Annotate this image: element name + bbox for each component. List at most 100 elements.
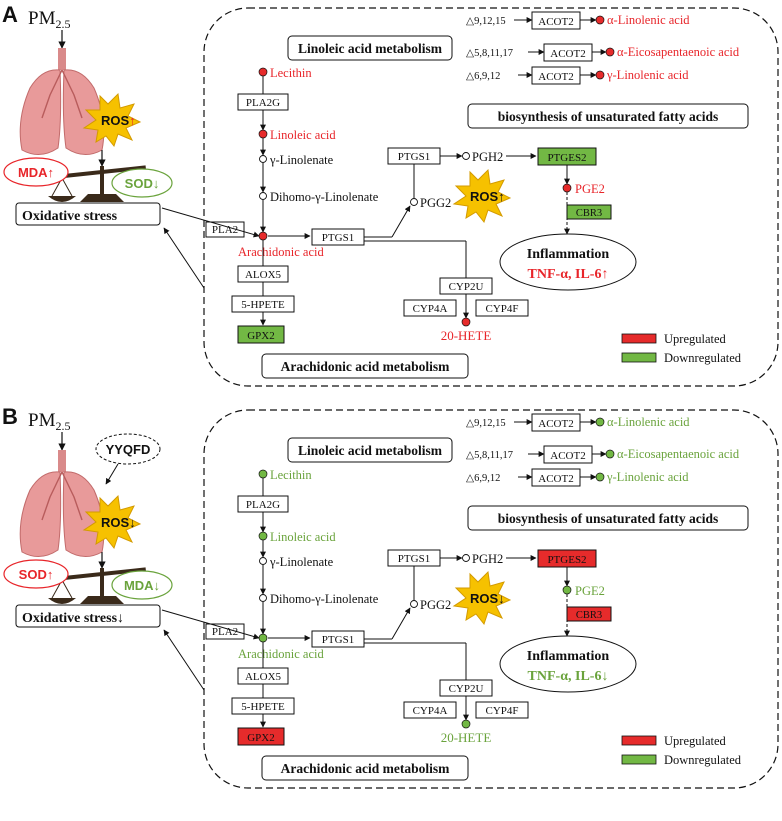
svg-text:20-HETE: 20-HETE (441, 730, 492, 745)
svg-text:5-HPETE: 5-HPETE (241, 701, 285, 713)
ros-label: ROS↓ (101, 515, 136, 530)
svg-text:CYP2U: CYP2U (449, 683, 484, 695)
svg-text:5-HPETE: 5-HPETE (241, 299, 285, 311)
svg-text:α-Eicosapentaenoic acid: α-Eicosapentaenoic acid (617, 45, 740, 59)
ros-burst-2: ROS↓ (452, 570, 512, 626)
ros-label: ROS↑ (101, 113, 136, 128)
svg-text:PTGES2: PTGES2 (547, 152, 586, 164)
svg-text:△6,9,12: △6,9,12 (466, 71, 500, 82)
linoleic-metabolism-title: Linoleic acid metabolism (298, 41, 443, 56)
svg-text:α-Linolenic acid: α-Linolenic acid (607, 415, 690, 429)
acot-rows: △9,12,15 ACOT2 α-Linolenic acid △5,8,11,… (466, 413, 740, 487)
svg-text:PGG2: PGG2 (420, 598, 451, 612)
svg-text:△5,8,11,17: △5,8,11,17 (466, 48, 513, 59)
panel-a: A PM2.5 ROS↑ MDA↑ SOD (2, 2, 779, 387)
svg-text:Upregulated: Upregulated (664, 332, 727, 346)
svg-text:ACOT2: ACOT2 (538, 71, 573, 83)
svg-text:PTGS1: PTGS1 (398, 553, 430, 565)
svg-text:ACOT2: ACOT2 (550, 48, 585, 60)
biosynthesis-title: biosynthesis of unsaturated fatty acids (498, 109, 719, 124)
acot-rows: △9,12,15 ACOT2 α-Linolenic acid △5,8,11,… (466, 11, 740, 85)
linoleic-metabolism-title: Linoleic acid metabolism (298, 443, 443, 458)
linoleic-acid-label: Linoleic acid (270, 530, 336, 544)
svg-text:SOD↓: SOD↓ (125, 176, 160, 191)
svg-text:γ-Linolenic acid: γ-Linolenic acid (606, 68, 689, 82)
svg-text:TNF-α, IL-6↓: TNF-α, IL-6↓ (528, 669, 609, 684)
biosynthesis-title: biosynthesis of unsaturated fatty acids (498, 511, 719, 526)
svg-text:ACOT2: ACOT2 (538, 16, 573, 28)
svg-text:Inflammation: Inflammation (527, 247, 610, 262)
svg-text:α-Linolenic acid: α-Linolenic acid (607, 13, 690, 27)
svg-text:Downregulated: Downregulated (664, 753, 742, 767)
arachidonic-acid-label: Arachidonic acid (238, 647, 324, 661)
svg-text:CYP4A: CYP4A (413, 705, 448, 717)
svg-text:PLA2G: PLA2G (246, 499, 280, 511)
arachidonic-metabolism-title: Arachidonic acid metabolism (281, 761, 450, 776)
svg-text:CYP4A: CYP4A (413, 303, 448, 315)
ros-burst: ROS↓ (82, 494, 142, 550)
yyqfd-group: YYQFD (95, 433, 161, 485)
svg-text:ALOX5: ALOX5 (245, 671, 282, 683)
svg-text:ALOX5: ALOX5 (245, 269, 282, 281)
ros-direction: ↑ (129, 113, 136, 128)
svg-text:△6,9,12: △6,9,12 (466, 473, 500, 484)
inflammation-ellipse (499, 635, 637, 693)
svg-text:Dihomo-γ-Linolenate: Dihomo-γ-Linolenate (270, 592, 379, 606)
svg-text:CBR3: CBR3 (576, 208, 602, 219)
svg-text:CYP4F: CYP4F (485, 705, 518, 717)
yyqfd-label: YYQFD (106, 442, 151, 457)
svg-text:CYP2U: CYP2U (449, 281, 484, 293)
svg-text:PGH2: PGH2 (472, 150, 503, 164)
lecithin-label: Lecithin (270, 66, 312, 80)
svg-text:PLA2G: PLA2G (246, 97, 280, 109)
svg-text:α-Eicosapentaenoic acid: α-Eicosapentaenoic acid (617, 447, 740, 461)
svg-text:Dihomo-γ-Linolenate: Dihomo-γ-Linolenate (270, 190, 379, 204)
svg-text:△9,12,15: △9,12,15 (466, 16, 506, 27)
svg-text:△5,8,11,17: △5,8,11,17 (466, 450, 513, 461)
oxidative-stress-label: Oxidative stress (22, 209, 118, 224)
svg-text:Inflammation: Inflammation (527, 649, 610, 664)
svg-text:GPX2: GPX2 (247, 330, 275, 342)
svg-text:TNF-α, IL-6↑: TNF-α, IL-6↑ (528, 267, 609, 282)
svg-text:Upregulated: Upregulated (664, 734, 727, 748)
svg-text:γ-Linolenate: γ-Linolenate (269, 153, 334, 167)
svg-text:ROS↑: ROS↑ (470, 189, 505, 204)
svg-text:PTGS1: PTGS1 (398, 151, 430, 163)
legend: Upregulated Downregulated (621, 332, 742, 365)
pathway-frame (203, 409, 779, 789)
pm25-label: PM2.5 (28, 410, 70, 433)
ros-burst-2: ROS↑ (452, 168, 512, 224)
svg-text:γ-Linolenic acid: γ-Linolenic acid (606, 470, 689, 484)
svg-text:PLA2: PLA2 (212, 224, 238, 236)
svg-text:ROS↓: ROS↓ (470, 591, 505, 606)
svg-text:PTGS1: PTGS1 (322, 232, 354, 244)
svg-text:PTGES2: PTGES2 (547, 554, 586, 566)
oxidative-stress-label: Oxidative stress↓ (22, 611, 124, 626)
svg-text:MDA↑: MDA↑ (18, 165, 54, 180)
svg-text:20-HETE: 20-HETE (441, 328, 492, 343)
lecithin-label: Lecithin (270, 468, 312, 482)
lungs-icon (19, 48, 105, 155)
svg-text:PGE2: PGE2 (575, 182, 605, 196)
right-badge: SOD↓ (111, 168, 173, 198)
arachidonic-acid-label: Arachidonic acid (238, 245, 324, 259)
svg-text:CYP4F: CYP4F (485, 303, 518, 315)
svg-text:PGG2: PGG2 (420, 196, 451, 210)
svg-text:PGE2: PGE2 (575, 584, 605, 598)
lungs-icon (19, 450, 105, 557)
svg-text:γ-Linolenate: γ-Linolenate (269, 555, 334, 569)
svg-text:CBR3: CBR3 (576, 610, 602, 621)
ros-burst: ROS↑ (82, 92, 142, 148)
left-badge: SOD↑ (3, 559, 69, 589)
svg-text:PGH2: PGH2 (472, 552, 503, 566)
panel-b: B PM2.5 ROS↓ YYQFD SOD↑ (2, 404, 779, 789)
svg-text:ACOT2: ACOT2 (538, 418, 573, 430)
linoleic-acid-label: Linoleic acid (270, 128, 336, 142)
svg-text:GPX2: GPX2 (247, 732, 275, 744)
inflammation-ellipse (499, 233, 637, 291)
svg-text:△9,12,15: △9,12,15 (466, 418, 506, 429)
svg-text:ACOT2: ACOT2 (550, 450, 585, 462)
svg-text:PTGS1: PTGS1 (322, 634, 354, 646)
svg-text:SOD↑: SOD↑ (19, 567, 54, 582)
